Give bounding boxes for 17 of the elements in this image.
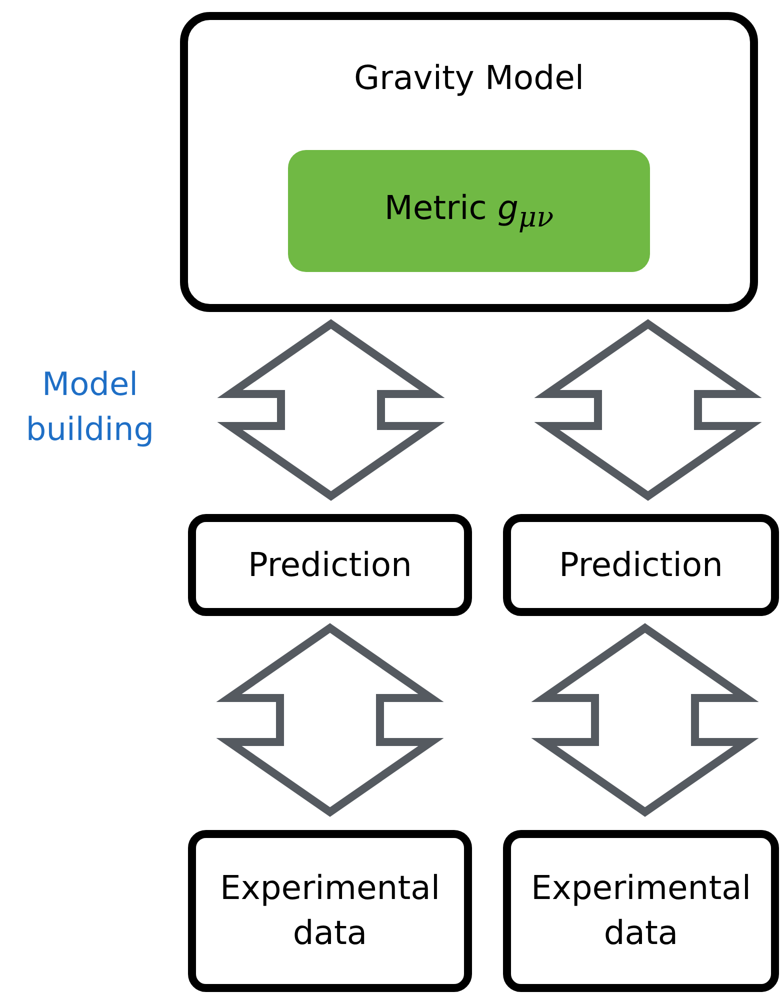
box-label: Metric g$_{μν}$ bbox=[384, 186, 554, 236]
process-box bbox=[188, 514, 472, 616]
box-label: Experimental data bbox=[218, 867, 442, 954]
process-box bbox=[180, 12, 758, 312]
box-label: Prediction bbox=[559, 544, 723, 586]
double-block-arrow bbox=[216, 623, 444, 817]
process-box bbox=[188, 830, 472, 992]
box-label: Prediction bbox=[248, 544, 412, 586]
box-label: Experimental data bbox=[530, 867, 752, 954]
side-label: Model building bbox=[24, 364, 156, 450]
double-block-arrow bbox=[531, 623, 759, 817]
process-box bbox=[503, 514, 779, 616]
process-box bbox=[503, 830, 779, 992]
double-block-arrow bbox=[217, 319, 445, 501]
box-title: Gravity Model bbox=[354, 57, 584, 99]
metric-box bbox=[288, 150, 650, 272]
double-block-arrow bbox=[534, 319, 762, 501]
